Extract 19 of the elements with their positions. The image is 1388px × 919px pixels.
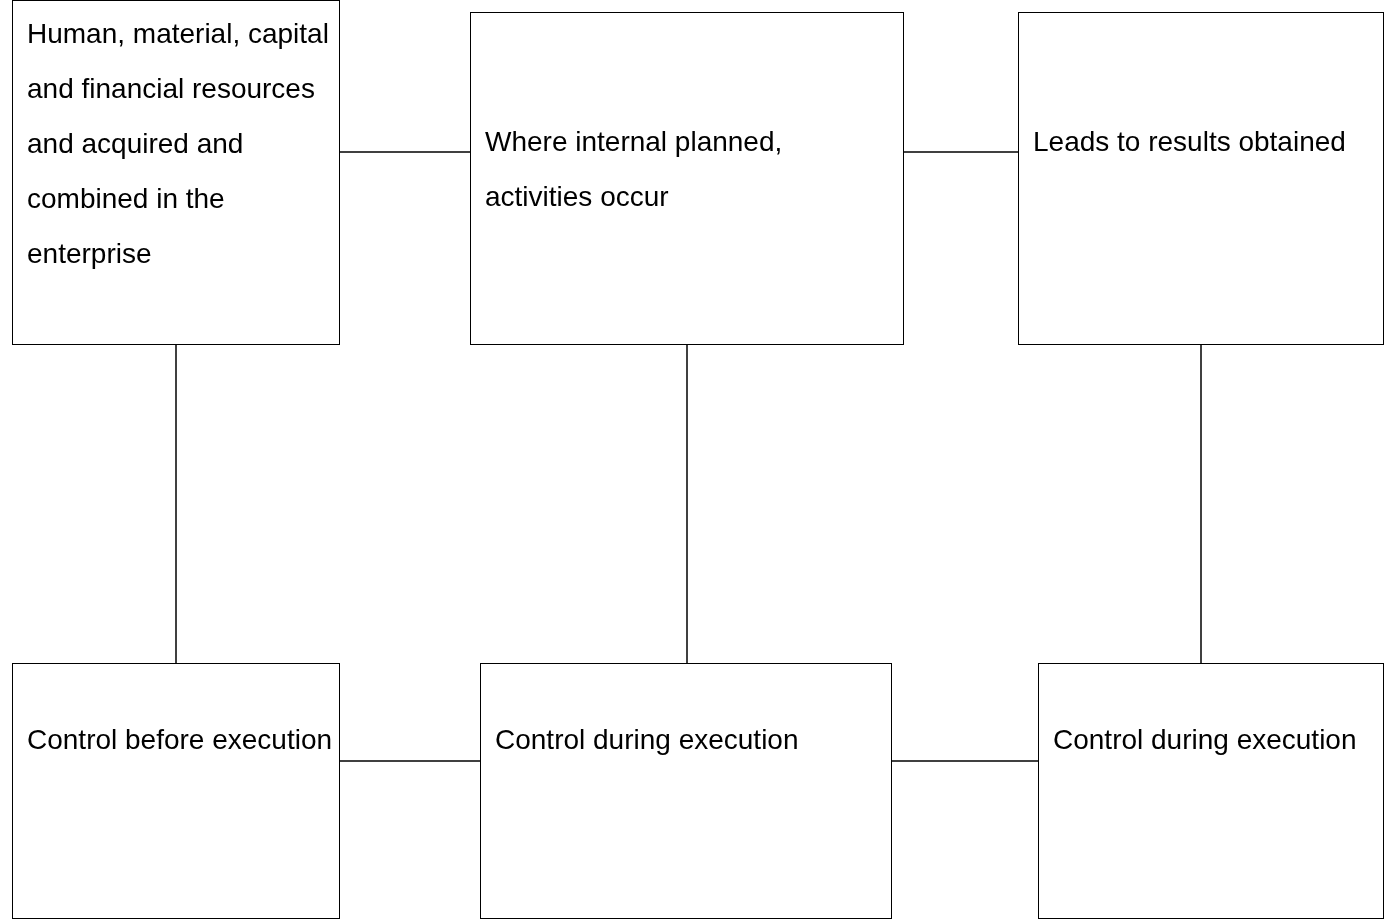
- box-text: Where internal planned, activities occur: [485, 125, 784, 214]
- connector-line: [339, 151, 471, 153]
- box-text: Control during execution: [495, 723, 800, 757]
- connector-line: [903, 151, 1019, 153]
- process-box: [1018, 12, 1384, 345]
- connector-line: [891, 760, 1039, 762]
- process-box: [470, 12, 904, 345]
- process-box: [12, 0, 340, 345]
- box-text: Leads to results obtained: [1033, 125, 1347, 159]
- box-text: Control before execution: [27, 723, 333, 757]
- box-text: Control during execution: [1053, 723, 1358, 757]
- connector-line: [1200, 344, 1202, 664]
- connector-line: [686, 344, 688, 664]
- process-box: [12, 663, 340, 919]
- box-text: Human, material, capital and financial resources and acquired and combined in the enterprise: [27, 17, 330, 271]
- connector-line: [175, 344, 177, 664]
- process-box: [480, 663, 892, 919]
- process-box: [1038, 663, 1384, 919]
- connector-line: [339, 760, 481, 762]
